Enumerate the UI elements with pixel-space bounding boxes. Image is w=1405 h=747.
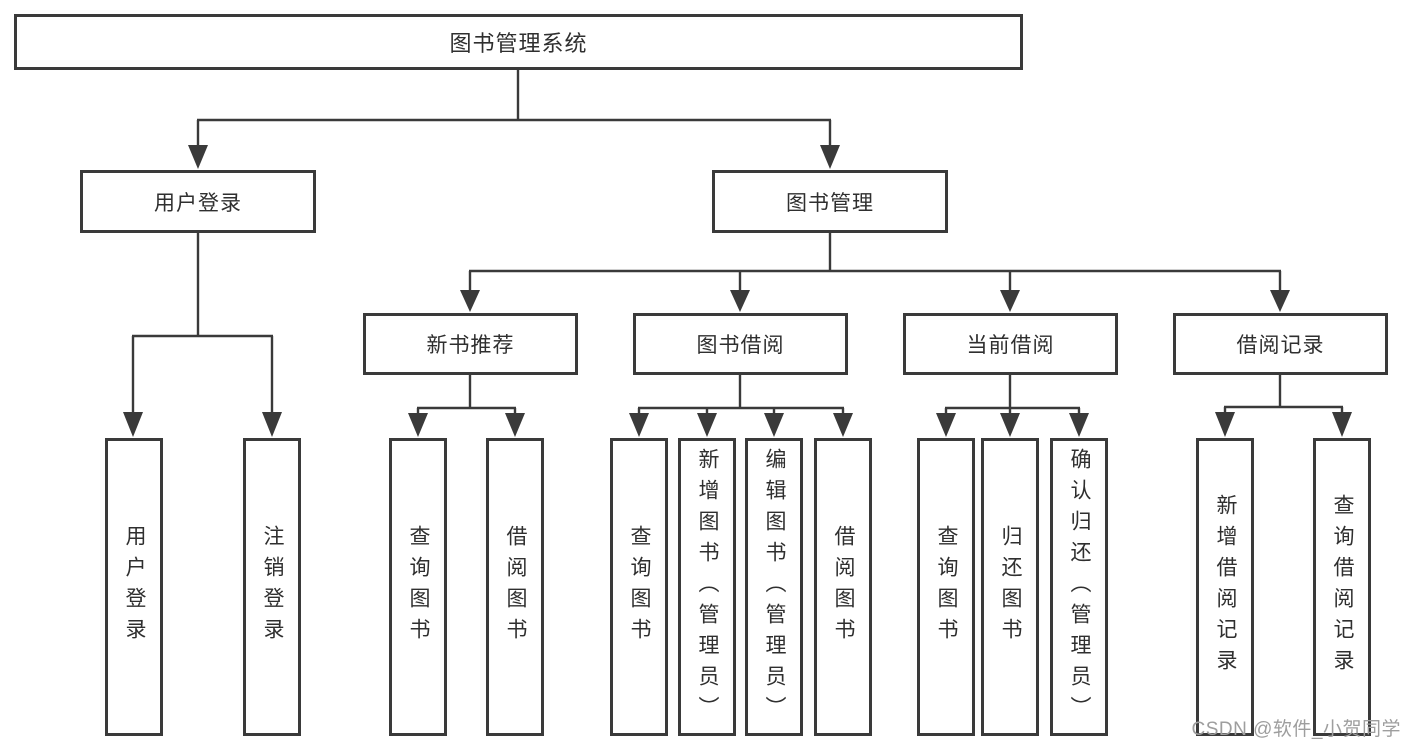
node-book-borrow: 图书借阅 — [633, 313, 848, 375]
leaf-current-confirm-return-admin: 确认归还（管理员） — [1050, 438, 1108, 736]
node-book-management: 图书管理 — [712, 170, 948, 233]
leaf-borrow-add-book-admin: 新增图书（管理员） — [678, 438, 736, 736]
arrowhead — [629, 413, 649, 437]
arrowhead — [262, 412, 282, 437]
arrowhead — [697, 413, 717, 437]
node-library-system: 图书管理系统 — [14, 14, 1023, 70]
leaf-current-query-book: 查询图书 — [917, 438, 975, 736]
connector-borrow-record — [1215, 375, 1352, 437]
arrowhead — [188, 145, 208, 169]
arrowhead — [460, 290, 480, 312]
leaf-user-login: 用户登录 — [105, 438, 163, 736]
leaf-record-add-record: 新增借阅记录 — [1196, 438, 1254, 736]
connector-user-login — [123, 233, 282, 437]
arrowhead — [408, 413, 428, 437]
arrowhead — [1069, 413, 1089, 437]
leaf-newbook-borrow-book: 借阅图书 — [486, 438, 544, 736]
leaf-borrow-borrow-book: 借阅图书 — [814, 438, 872, 736]
arrowhead — [1270, 290, 1290, 312]
node-new-book-recommend: 新书推荐 — [363, 313, 578, 375]
node-user-login: 用户登录 — [80, 170, 316, 233]
connector-current-borrow — [936, 375, 1089, 437]
arrowhead — [1332, 412, 1352, 437]
connector-new-book — [408, 375, 525, 437]
connector-book-management — [460, 233, 1290, 312]
arrowhead — [820, 145, 840, 169]
node-current-borrow: 当前借阅 — [903, 313, 1118, 375]
leaf-current-return-book: 归还图书 — [981, 438, 1039, 736]
node-borrow-record: 借阅记录 — [1173, 313, 1388, 375]
leaf-borrow-query-book: 查询图书 — [610, 438, 668, 736]
leaf-newbook-query-book: 查询图书 — [389, 438, 447, 736]
arrowhead — [1000, 413, 1020, 437]
arrowhead — [123, 412, 143, 437]
connector-book-borrow — [629, 375, 853, 437]
connector-root — [188, 70, 840, 169]
leaf-logout: 注销登录 — [243, 438, 301, 736]
arrowhead — [1215, 412, 1235, 437]
arrowhead — [505, 413, 525, 437]
arrowhead — [1000, 290, 1020, 312]
arrowhead — [936, 413, 956, 437]
watermark: CSDN @软件_小贺同学 — [1191, 719, 1401, 740]
leaf-borrow-edit-book-admin: 编辑图书（管理员） — [745, 438, 803, 736]
arrowhead — [730, 290, 750, 312]
arrowhead — [833, 413, 853, 437]
arrowhead — [764, 413, 784, 437]
leaf-record-query-record: 查询借阅记录 — [1313, 438, 1371, 736]
